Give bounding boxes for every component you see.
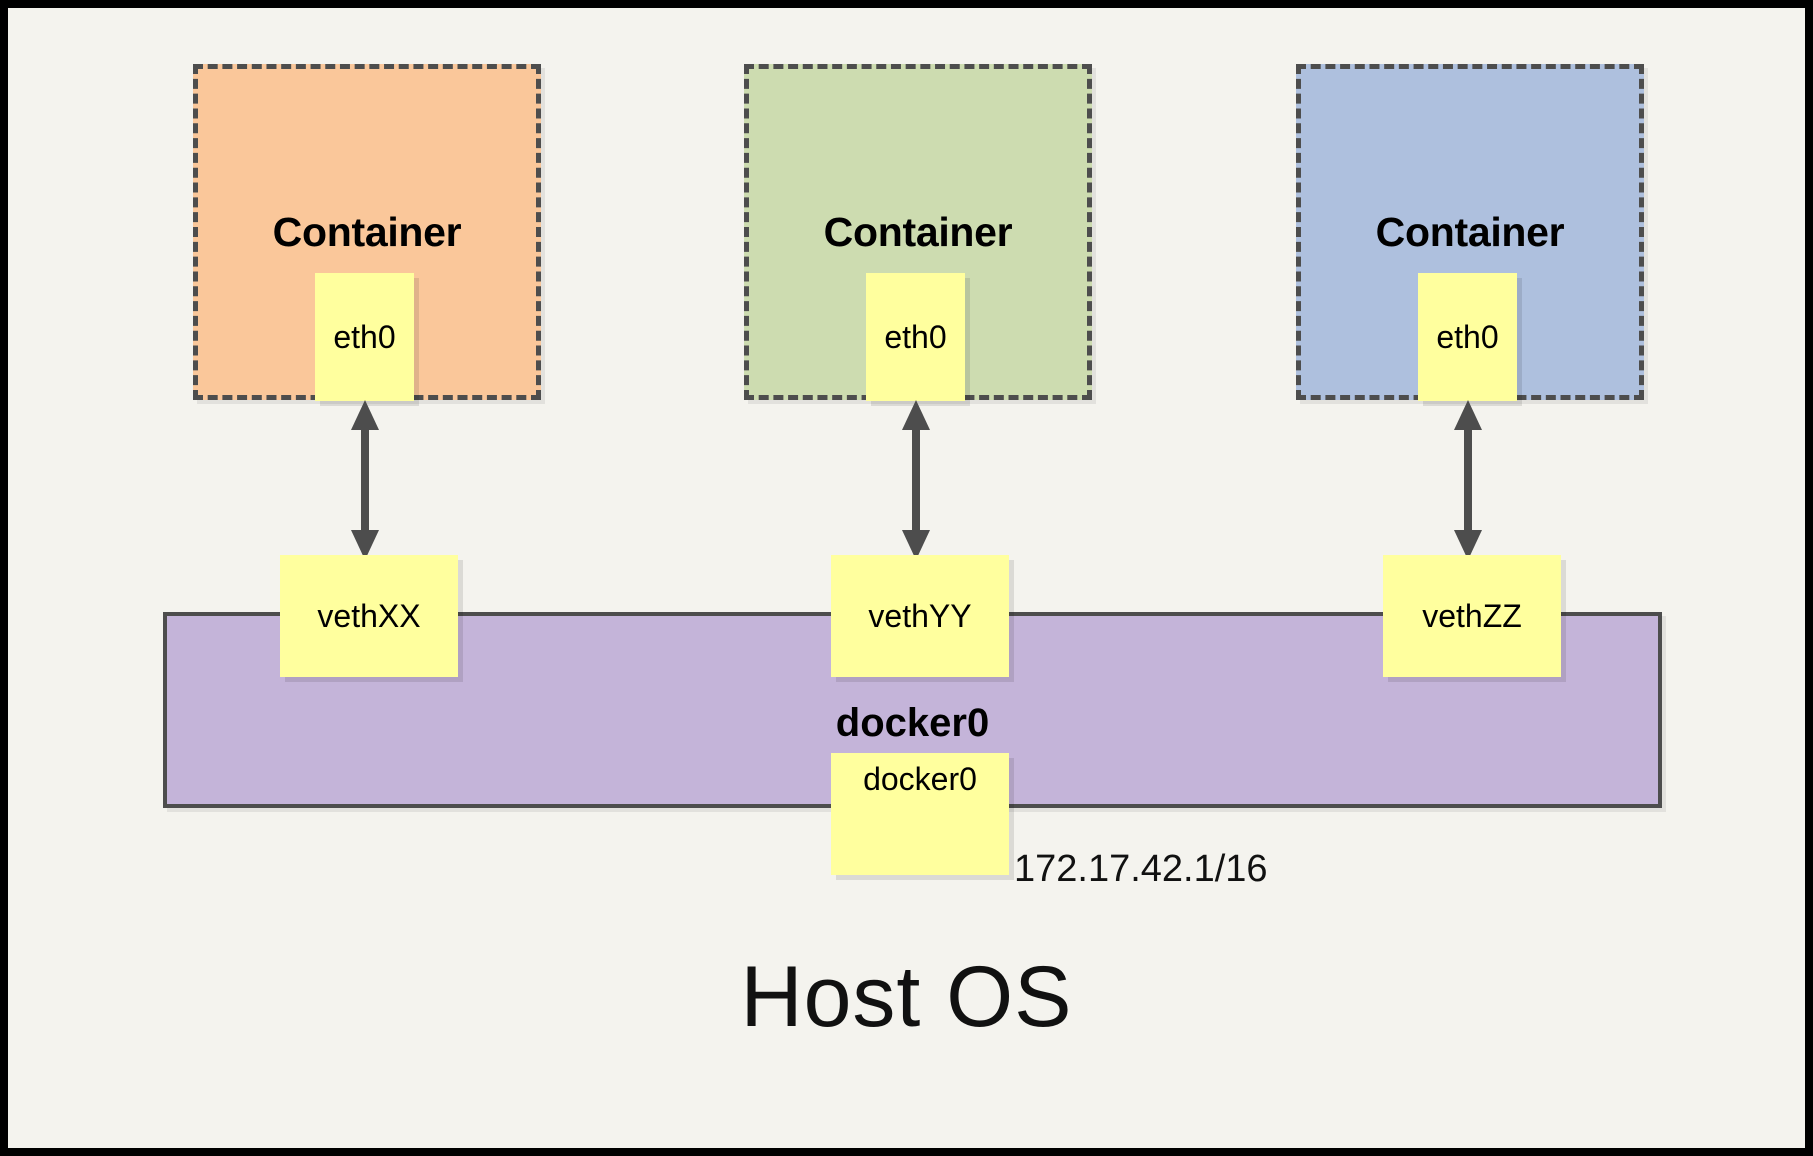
docker0-note[interactable]: docker0 xyxy=(831,753,1009,875)
eth0-note-label: eth0 xyxy=(1436,318,1499,355)
eth0-note-1[interactable]: eth0 xyxy=(315,273,414,401)
veth-note-1[interactable]: vethXX xyxy=(280,555,458,677)
container-title: Container xyxy=(1375,209,1565,255)
container-title: Container xyxy=(272,209,462,255)
veth-note-3[interactable]: vethZZ xyxy=(1383,555,1561,677)
eth0-note-3[interactable]: eth0 xyxy=(1418,273,1517,401)
host-os-label: Host OS xyxy=(740,949,1073,1045)
container-title: Container xyxy=(823,209,1013,255)
eth0-note-label: eth0 xyxy=(333,318,396,355)
veth-link-arrow-1 xyxy=(351,400,379,560)
diagram-stage: Container Container Container eth0 eth0 … xyxy=(8,8,1805,1148)
bridge-ip-label: 172.17.42.1/16 xyxy=(1014,848,1268,890)
docker0-note-label: docker0 xyxy=(863,761,977,797)
veth-note-label: vethZZ xyxy=(1422,597,1522,634)
veth-note-label: vethYY xyxy=(868,597,972,634)
veth-link-arrow-2 xyxy=(902,400,930,560)
veth-link-arrow-3 xyxy=(1454,400,1482,560)
eth0-note-label: eth0 xyxy=(884,318,947,355)
eth0-note-2[interactable]: eth0 xyxy=(866,273,965,401)
veth-note-2[interactable]: vethYY xyxy=(831,555,1009,677)
veth-note-label: vethXX xyxy=(317,597,421,634)
docker0-bridge-label: docker0 xyxy=(835,701,990,745)
